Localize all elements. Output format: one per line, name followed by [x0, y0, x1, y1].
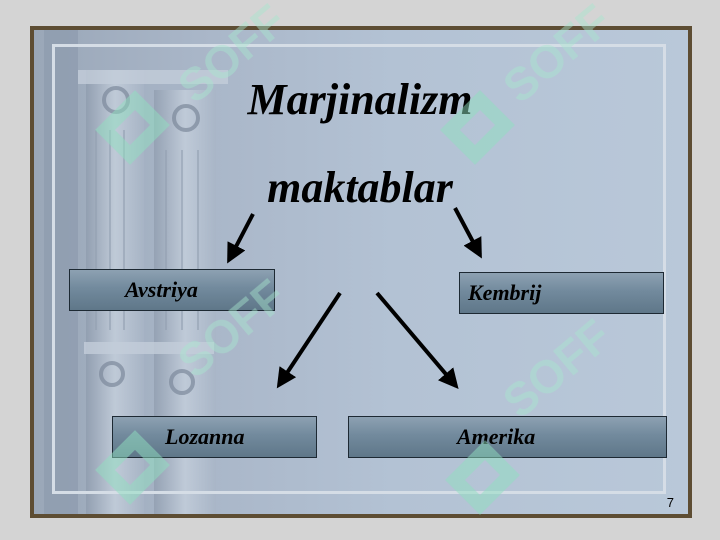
node-america-label: Amerika — [457, 424, 536, 449]
node-cambridge-label: Kembrij — [468, 280, 542, 305]
arrow-to-austria — [227, 213, 255, 264]
arrow-to-lausanne — [276, 291, 342, 389]
node-america: Amerika — [348, 416, 667, 458]
arrow-to-cambridge — [453, 207, 482, 259]
node-austria: Avstriya — [69, 269, 275, 311]
node-cambridge: Kembrij — [459, 272, 664, 314]
node-lausanne-label: Lozanna — [165, 424, 245, 449]
node-austria-label: Avstriya — [125, 277, 198, 302]
arrow-to-america — [375, 291, 459, 390]
inner-frame-border — [52, 44, 666, 494]
page-number: 7 — [666, 495, 674, 510]
slide-title-line1: Marjinalizm — [247, 75, 473, 124]
slide-title-line2: maktablar — [267, 163, 453, 212]
node-lausanne: Lozanna — [112, 416, 317, 458]
